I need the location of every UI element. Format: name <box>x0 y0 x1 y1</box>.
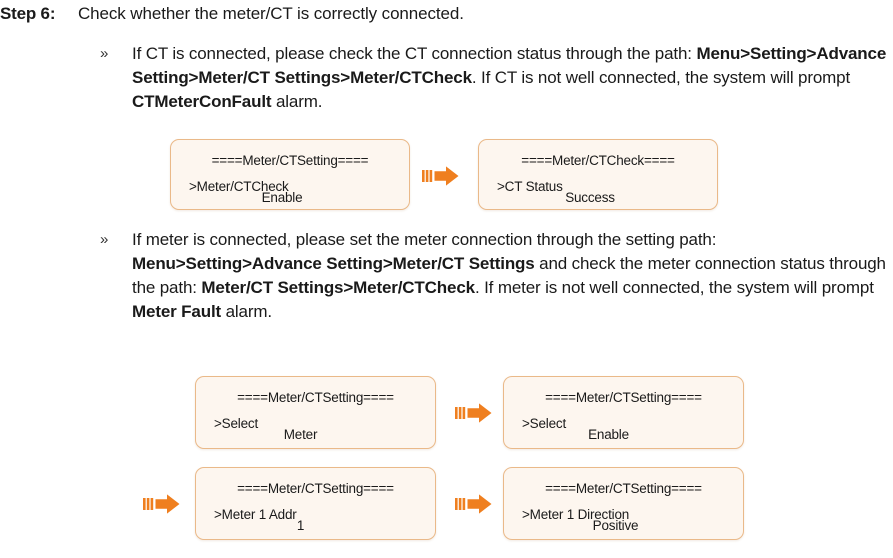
lcd-title: ====Meter/CTSetting==== <box>237 390 394 405</box>
lcd-menu-key: >Select <box>214 416 259 431</box>
lcd-menu-value: Enable <box>588 427 629 442</box>
lcd-screen-meter-addr: ====Meter/CTSetting==== >Meter 1 Addr 1 <box>195 467 436 540</box>
lcd-title: ====Meter/CTSetting==== <box>237 481 394 496</box>
lcd-menu-key: >Select <box>522 416 567 431</box>
lcd-menu-key: >CT Status <box>497 179 563 194</box>
bullet-marker-icon: » <box>100 231 109 248</box>
bullet-marker-icon: » <box>100 45 109 62</box>
step-label: Step 6: <box>0 4 56 23</box>
lcd-screen-meter-select-enable: ====Meter/CTSetting==== >Select Enable <box>503 376 744 449</box>
step-description: Check whether the meter/CT is correctly … <box>78 4 464 23</box>
lcd-menu-value: 1 <box>296 518 305 533</box>
bullet-item-meter: » If meter is connected, please set the … <box>90 228 892 324</box>
lcd-menu-key: >Meter/CTCheck <box>189 179 289 194</box>
bullet-item-ct: » If CT is connected, please check the C… <box>90 42 892 114</box>
bullet-text-ct: If CT is connected, please check the CT … <box>132 44 887 111</box>
bullet-text-meter: If meter is connected, please set the me… <box>132 230 886 321</box>
lcd-title: ====Meter/CTCheck==== <box>521 153 675 168</box>
lcd-screen-ct-check-setting: ====Meter/CTSetting==== >Meter/CTCheck E… <box>170 139 410 210</box>
lcd-title: ====Meter/CTSetting==== <box>211 153 369 168</box>
arrow-right-icon <box>422 164 460 188</box>
step-header: Step 6: Check whether the meter/CT is co… <box>0 2 893 26</box>
lcd-screen-meter-direction: ====Meter/CTSetting==== >Meter 1 Directi… <box>503 467 744 540</box>
lcd-title: ====Meter/CTSetting==== <box>545 481 702 496</box>
lcd-title: ====Meter/CTSetting==== <box>545 390 702 405</box>
lcd-menu-key: >Meter 1 Direction <box>522 507 630 522</box>
lcd-screen-ct-check-status: ====Meter/CTCheck==== >CT Status Success <box>478 139 718 210</box>
lcd-menu-value: Positive <box>592 518 639 533</box>
lcd-menu-value: Meter <box>283 427 318 442</box>
lcd-screen-meter-select-meter: ====Meter/CTSetting==== >Select Meter <box>195 376 436 449</box>
lcd-menu-value: Success <box>565 190 615 205</box>
arrow-right-icon <box>455 492 493 516</box>
arrow-right-icon <box>455 401 493 425</box>
lcd-menu-value: Enable <box>261 190 303 205</box>
arrow-right-icon <box>143 492 181 516</box>
lcd-menu-key: >Meter 1 Addr <box>214 507 297 522</box>
